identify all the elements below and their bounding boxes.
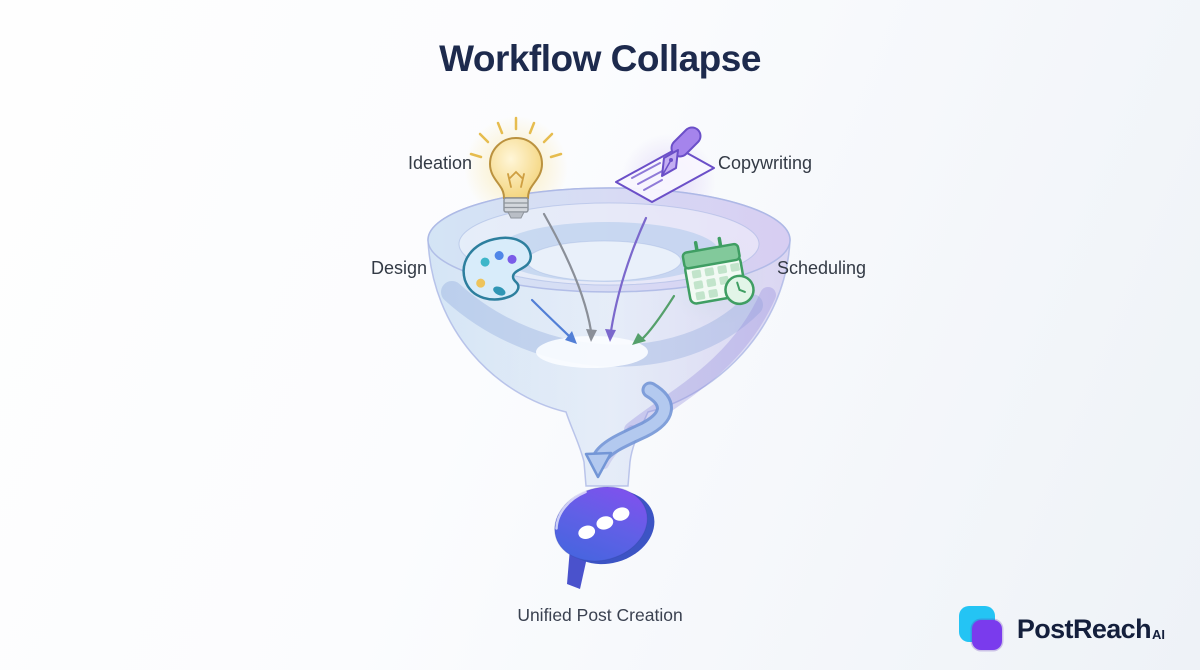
brand-suffix-text: AI xyxy=(1152,626,1165,642)
ideation-arrow xyxy=(542,212,597,342)
stage-label-design: Design xyxy=(370,258,427,278)
brand-name-text: PostReach xyxy=(1016,613,1152,644)
pen-icon xyxy=(615,126,715,203)
brand-name: PostReach AI xyxy=(1016,613,1165,644)
brand-logo: PostReach AI xyxy=(958,606,1165,652)
palette-icon xyxy=(462,236,532,301)
copywriting-arrow xyxy=(605,216,648,342)
logo-purple-square xyxy=(971,620,1002,650)
output-label: Unified Post Creation xyxy=(517,605,683,625)
lightbulb-icon xyxy=(469,116,563,219)
chat-bubble-icon xyxy=(554,486,655,589)
stage-label-ideation: Ideation xyxy=(407,153,472,173)
stage-label-copywriting: Copywriting xyxy=(718,153,813,173)
scheduling-arrow xyxy=(632,294,676,345)
postreach-logo-icon xyxy=(958,606,1009,652)
design-arrow xyxy=(530,298,577,344)
merge-arrow xyxy=(584,381,673,479)
page-title: Workflow Collapse xyxy=(439,38,761,79)
calendar-icon xyxy=(681,236,755,306)
stage-label-scheduling: Scheduling xyxy=(777,258,867,278)
